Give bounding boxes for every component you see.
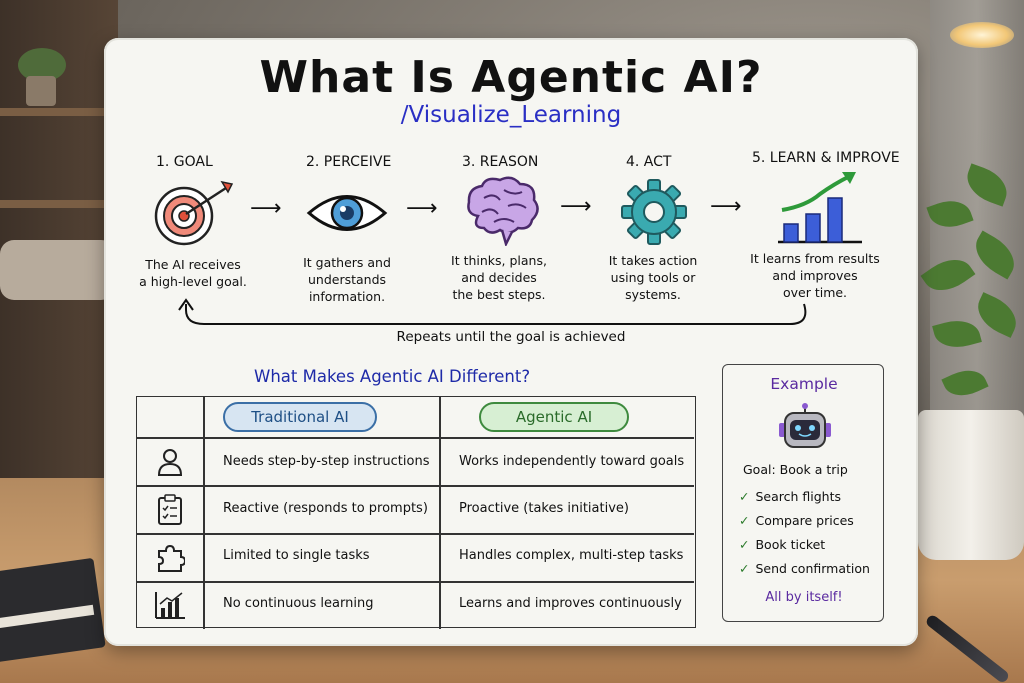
example-title: Example [770,375,838,393]
example-step: ✓ Send confirmation [739,561,870,576]
desc-line: over time. [782,285,848,300]
board-subtitle: /Visualize_Learning [400,102,622,128]
step-label-goal: 1. GOAL [156,154,213,170]
loop-arrow-icon [178,298,807,325]
desc-line: systems. [625,287,681,302]
header-agentic-ai: Agentic AI [479,402,629,432]
example-step: ✓ Book ticket [739,537,825,552]
table-cell: Works independently toward goals [459,454,685,469]
desc-line: and decides [461,270,537,285]
step-desc-learn: It learns from results and improves over… [740,250,890,301]
table-cell: Learns and improves continuously [459,596,682,611]
robot-icon [779,403,831,448]
loop-text: Repeats until the goal is achieved [396,329,626,345]
step-desc-goal: The AI receives a high-level goal. [128,256,258,290]
desc-line: information. [308,289,386,304]
table-cell: Reactive (responds to prompts) [223,501,428,516]
arrow-right-icon: ⟶ [406,196,438,221]
example-step-text: Compare prices [755,513,854,528]
arrow-right-icon: ⟶ [710,194,742,219]
desc-line: It learns from results [750,251,880,266]
table-cell: No continuous learning [223,596,374,611]
comparison-table: Traditional AI Agentic AI Needs step-by-… [136,396,696,629]
table-cell: Proactive (takes initiative) [459,501,629,516]
table-divider [137,581,694,583]
table-divider [137,485,694,487]
shelf-board [0,108,118,116]
table-cell: Limited to single tasks [223,548,370,563]
background-chair [0,240,115,300]
step-label-reason: 3. REASON [462,154,539,170]
example-step-text: Send confirmation [755,561,870,576]
desc-line: the best steps. [452,287,546,302]
checklist-icon [158,494,182,525]
example-step-text: Book ticket [755,537,826,552]
bar-chart-icon [155,592,185,619]
comparison-title: What Makes Agentic AI Different? [254,367,531,386]
check-icon: ✓ [739,561,750,576]
step-desc-reason: It thinks, plans, and decides the best s… [434,252,564,303]
desc-line: The AI receives [145,257,241,272]
check-icon: ✓ [739,513,750,528]
header-traditional-ai: Traditional AI [223,402,377,432]
example-step-text: Search flights [755,489,842,504]
step-label-perceive: 2. PERCEIVE [306,154,392,170]
small-pot [26,76,56,106]
table-cell: Needs step-by-step instructions [223,454,430,469]
desc-line: understands [307,272,387,287]
step-desc-act: It takes action using tools or systems. [588,252,718,303]
desc-line: a high-level goal. [139,274,247,289]
board-title: What Is Agentic AI? [259,52,763,103]
whiteboard: What Is Agentic AI? /Visualize_Learning … [104,38,918,646]
shelf-board [0,200,118,208]
table-divider [439,397,441,629]
eye-icon [306,195,388,231]
step-label-learn: 5. LEARN & IMPROVE [752,150,900,166]
desc-line: It thinks, plans, [451,253,547,268]
arrow-right-icon: ⟶ [560,194,592,219]
arrow-right-icon: ⟶ [250,196,282,221]
table-divider [137,437,694,439]
lamp-light [950,22,1014,48]
target-icon [154,180,234,246]
check-icon: ✓ [739,537,750,552]
example-goal: Goal: Book a trip [743,462,848,477]
desc-line: It takes action [608,253,698,268]
person-icon [157,449,183,476]
desc-line: and improves [772,268,858,283]
step-label-act: 4. ACT [626,154,672,170]
desc-line: using tools or [610,270,696,285]
table-cell: Handles complex, multi-step tasks [459,548,684,563]
example-step: ✓ Compare prices [739,513,854,528]
step-desc-perceive: It gathers and understands information. [282,254,412,305]
gear-icon [621,179,687,245]
table-divider [203,397,205,629]
brain-icon [467,176,539,246]
background-curtain [930,0,1024,470]
puzzle-icon [158,544,185,572]
check-icon: ✓ [739,489,750,504]
example-step: ✓ Search flights [739,489,841,504]
plant-pot [918,410,1024,560]
growth-chart-icon [778,172,862,244]
example-panel: Example Goal: Book a trip ✓ Search flight… [722,364,884,622]
desc-line: It gathers and [303,255,391,270]
example-footer: All by itself! [765,590,843,605]
table-divider [137,533,694,535]
